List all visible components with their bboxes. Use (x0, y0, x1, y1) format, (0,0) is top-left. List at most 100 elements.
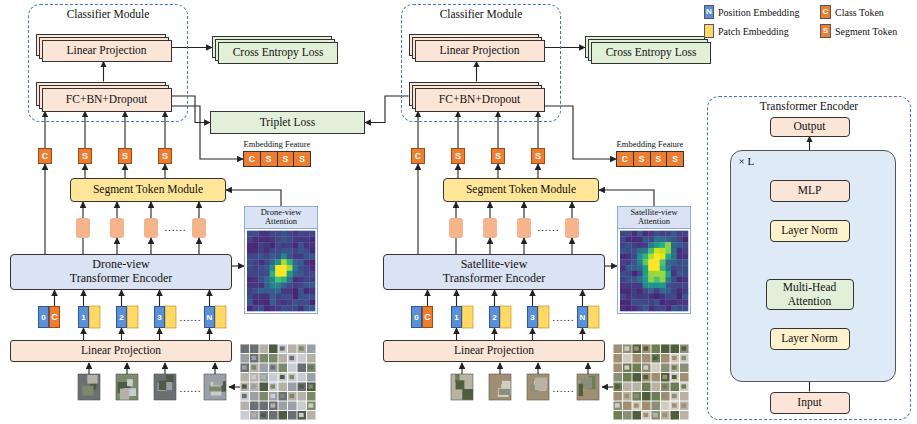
box-label: 1 (454, 313, 458, 322)
flow-arrow (523, 238, 524, 254)
position-token: N (577, 306, 588, 328)
box-label: 2 (119, 313, 123, 322)
box-label: C (42, 151, 49, 161)
flow-arrow (214, 363, 215, 374)
box-label: Triplet Loss (260, 116, 316, 129)
box-label: N (207, 313, 213, 322)
box-label: Segment Token Module (466, 183, 576, 196)
flow-arrow (198, 202, 199, 218)
segment-token: S (491, 148, 505, 164)
attention-map: Drone-view Attention (244, 206, 318, 314)
patch-embedding (462, 306, 473, 328)
position-token: 2 (116, 306, 127, 328)
box-label: S (122, 151, 128, 161)
segment-token: S (451, 148, 465, 164)
legend-item: Class Token (820, 5, 884, 19)
feature-caption: Embedding Feature (243, 139, 311, 149)
flow-arrow (150, 202, 151, 218)
connector-arrow (427, 290, 428, 306)
connector-arrow (121, 328, 122, 340)
position-token: 1 (78, 306, 89, 328)
connector-arrow (494, 290, 495, 306)
connector-arrow (532, 290, 533, 306)
segment-token: S (118, 148, 132, 164)
flow-arrow (116, 202, 117, 218)
box-label: Linear Projection (81, 344, 161, 357)
box-label: 3 (530, 313, 534, 322)
flow-arrow (461, 363, 462, 374)
image-patch (451, 374, 473, 400)
box-label: 0 (41, 313, 45, 322)
norm-box: Layer Norm (770, 328, 850, 350)
ellipsis-mark: …… (160, 219, 190, 235)
token-letter: C (244, 152, 261, 166)
output-box: Output (770, 117, 850, 137)
image-patch (527, 374, 549, 400)
encoder-layer-block: × LMLPLayer NormMulti-Head AttentionLaye… (730, 150, 896, 382)
projection-box: Linear Projection (415, 40, 545, 62)
feature-token (449, 218, 463, 238)
box-label: Cross Entropy Loss (606, 46, 697, 59)
box-label: FC+BN+Dropout (439, 93, 520, 106)
feature-token (517, 218, 531, 238)
connector-arrow (84, 164, 85, 178)
connector-arrow (84, 112, 85, 149)
position-token: 3 (527, 306, 538, 328)
flow-arrow (126, 363, 127, 374)
flow-arrow (523, 202, 524, 218)
connector-arrow (456, 328, 457, 340)
icon-letter: C (820, 5, 831, 19)
panel-heading: Transformer Encoder (708, 100, 910, 112)
box-label: MLP (798, 184, 822, 197)
segment-token: S (78, 148, 92, 164)
token-letter: S (651, 152, 668, 166)
feature-strip: CSSS (243, 151, 311, 167)
class-token: C (49, 306, 60, 328)
box-label: FC+BN+Dropout (66, 93, 147, 106)
connector-arrow (457, 112, 458, 149)
position-token: 3 (154, 306, 165, 328)
patch-embedding (215, 306, 226, 328)
image-patch (154, 374, 176, 400)
box-label: Layer Norm (781, 224, 838, 237)
connector-arrow (124, 164, 125, 178)
image-patch (116, 374, 138, 400)
legend-item: Patch Embedding (704, 24, 789, 38)
connector-arrow (164, 164, 165, 178)
feature-token (144, 218, 158, 238)
classifier-module: Classifier ModuleLinear ProjectionFC+BN+… (28, 4, 188, 122)
patch-embedding (127, 306, 138, 328)
connector-arrow (497, 164, 498, 178)
connector-arrow (159, 290, 160, 306)
connector-arrow (494, 328, 495, 340)
segment-token: S (531, 148, 545, 164)
embedding-feature: Embedding FeatureCSSS (243, 137, 311, 167)
token-letter: S (634, 152, 651, 166)
position-token: N (204, 306, 215, 328)
token-letter: C (617, 152, 634, 166)
box-label: 0 (414, 313, 418, 322)
token-letter: S (261, 152, 278, 166)
box-label: Input (797, 396, 821, 409)
classifier-module: Classifier ModuleLinear ProjectionFC+BN+… (401, 4, 561, 122)
module-box: Segment Token Module (70, 178, 226, 202)
flow-arrow (116, 238, 117, 254)
box-label: Layer Norm (781, 332, 838, 345)
encoder-detail-panel: Transformer EncoderOutput × L MLP Layer Nor… (707, 96, 911, 420)
connector-arrow (44, 164, 45, 254)
projection-box: Linear Projection (10, 340, 232, 362)
patch-embedding (538, 306, 549, 328)
loss-box: Cross Entropy Loss (591, 42, 711, 64)
connector-arrow (582, 328, 583, 340)
position-token: 1 (451, 306, 462, 328)
panel-heading: Classifier Module (29, 8, 187, 20)
feature-strip: CSSS (616, 151, 684, 167)
flow-arrow (198, 238, 199, 254)
flow-arrow (164, 363, 165, 374)
repeat-count: × L (739, 155, 755, 167)
connector-arrow (599, 190, 654, 206)
connector-arrow (44, 112, 45, 149)
feature-token (483, 218, 497, 238)
projection-box: Linear Projection (383, 340, 605, 362)
ellipsis-mark: …… (176, 380, 204, 396)
